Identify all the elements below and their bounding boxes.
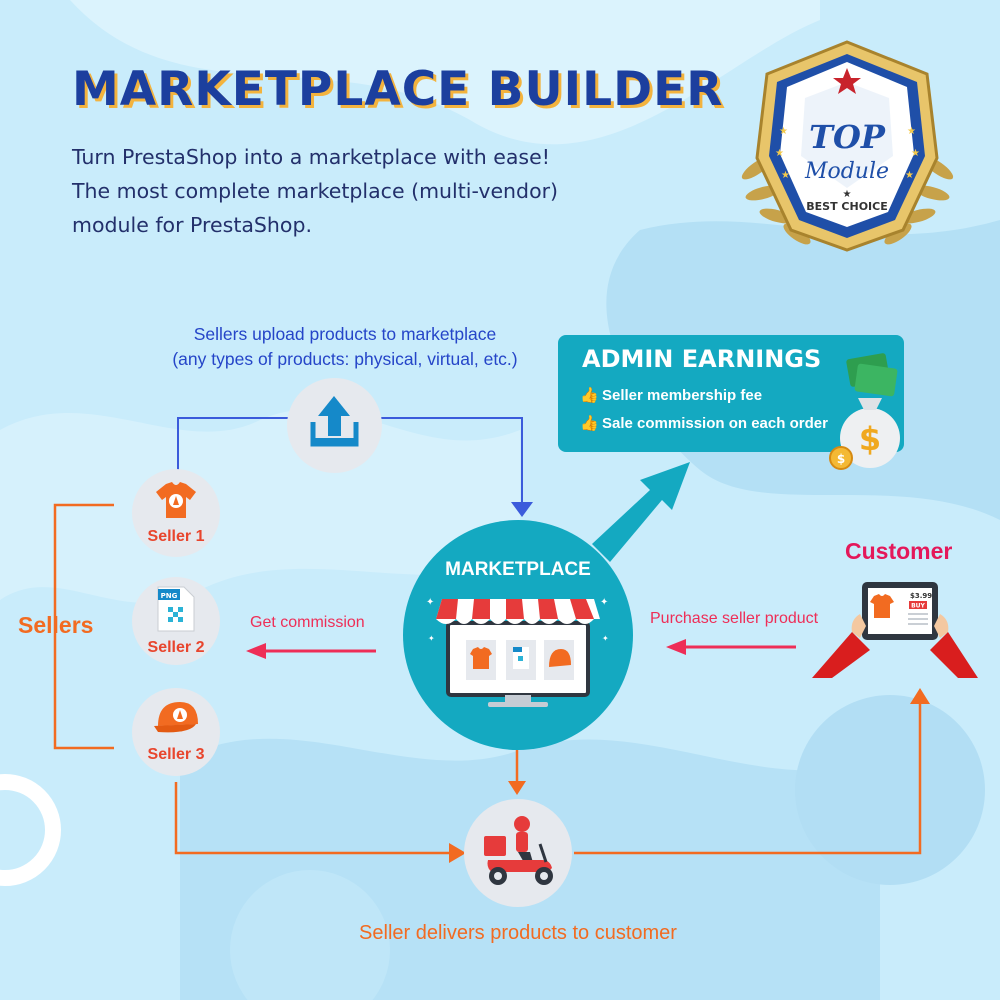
svg-text:$: $ [859, 420, 881, 458]
upload-icon [310, 396, 359, 447]
svg-text:✦: ✦ [426, 597, 434, 608]
seller-3-label: Seller 3 [147, 746, 205, 763]
commission-flow-label: Get commission [250, 614, 365, 631]
png-file-tag: PNG [161, 592, 178, 600]
svg-text:★: ★ [843, 189, 852, 200]
admin-item-label: Sale commission on each order [602, 415, 828, 432]
customer-buy-tag: BUY [911, 603, 925, 610]
cap-icon [154, 702, 198, 733]
marketplace-label: MARKETPLACE [445, 559, 591, 580]
svg-text:✦: ✦ [600, 597, 608, 608]
top-module-badge-icon: TOP Module BEST CHOICE ★ ★ ★ ★ ★ ★ ★ [741, 40, 954, 252]
svg-text:✦: ✦ [602, 634, 609, 643]
customer-label: Customer [845, 538, 953, 564]
page-title: MARKETPLACE BUILDER [72, 62, 724, 117]
money-bag-icon: $ $ [829, 353, 900, 470]
delivery-scooter-icon [484, 816, 553, 885]
thumbs-up-icon: 👍 [580, 387, 599, 404]
delivery-node [464, 799, 572, 907]
svg-text:$: $ [837, 452, 845, 466]
subtitle-line-1: Turn PrestaShop into a marketplace with … [72, 145, 550, 169]
png-file-icon: PNG [157, 586, 195, 632]
delivery-flow-label: Seller delivers products to customer [359, 922, 677, 944]
sellers-group-label: Sellers [18, 612, 94, 638]
admin-item-label: Seller membership fee [602, 387, 763, 404]
purchase-flow-label: Purchase seller product [650, 610, 819, 627]
tshirt-icon [156, 482, 196, 518]
customer-tablet-icon: $3.99 BUY [812, 582, 978, 678]
svg-text:★: ★ [911, 148, 920, 159]
badge-best-choice-text: BEST CHOICE [806, 200, 887, 213]
subtitle-line-3: module for PrestaShop. [72, 213, 312, 237]
svg-text:★: ★ [907, 126, 916, 137]
customer-price-tag: $3.99 [910, 592, 932, 600]
admin-item-commission: 👍Sale commission on each order [580, 414, 828, 432]
upload-note-line-1: Sellers upload products to marketplace [193, 324, 497, 344]
page-subtitle: Turn PrestaShop into a marketplace with … [72, 140, 632, 242]
upload-note: Sellers upload products to marketplace (… [130, 322, 560, 372]
svg-text:★: ★ [781, 170, 790, 181]
upload-note-line-2: (any types of products: physical, virtua… [172, 349, 518, 369]
svg-text:★: ★ [775, 148, 784, 159]
admin-item-membership: 👍Seller membership fee [580, 386, 762, 404]
admin-earnings-title: ADMIN EARNINGS [582, 345, 822, 373]
badge-module-text: Module [804, 159, 889, 184]
svg-text:★: ★ [905, 170, 914, 181]
svg-text:✦: ✦ [428, 634, 435, 643]
seller-1-label: Seller 1 [147, 528, 205, 545]
thumbs-up-icon: 👍 [580, 415, 599, 432]
subtitle-line-2: The most complete marketplace (multi-ven… [72, 179, 559, 203]
seller-2-label: Seller 2 [147, 639, 205, 656]
svg-text:★: ★ [779, 126, 788, 137]
storefront-icon: ✦ ✦ ✦ ✦ [426, 597, 609, 707]
badge-top-text: TOP [809, 118, 886, 156]
